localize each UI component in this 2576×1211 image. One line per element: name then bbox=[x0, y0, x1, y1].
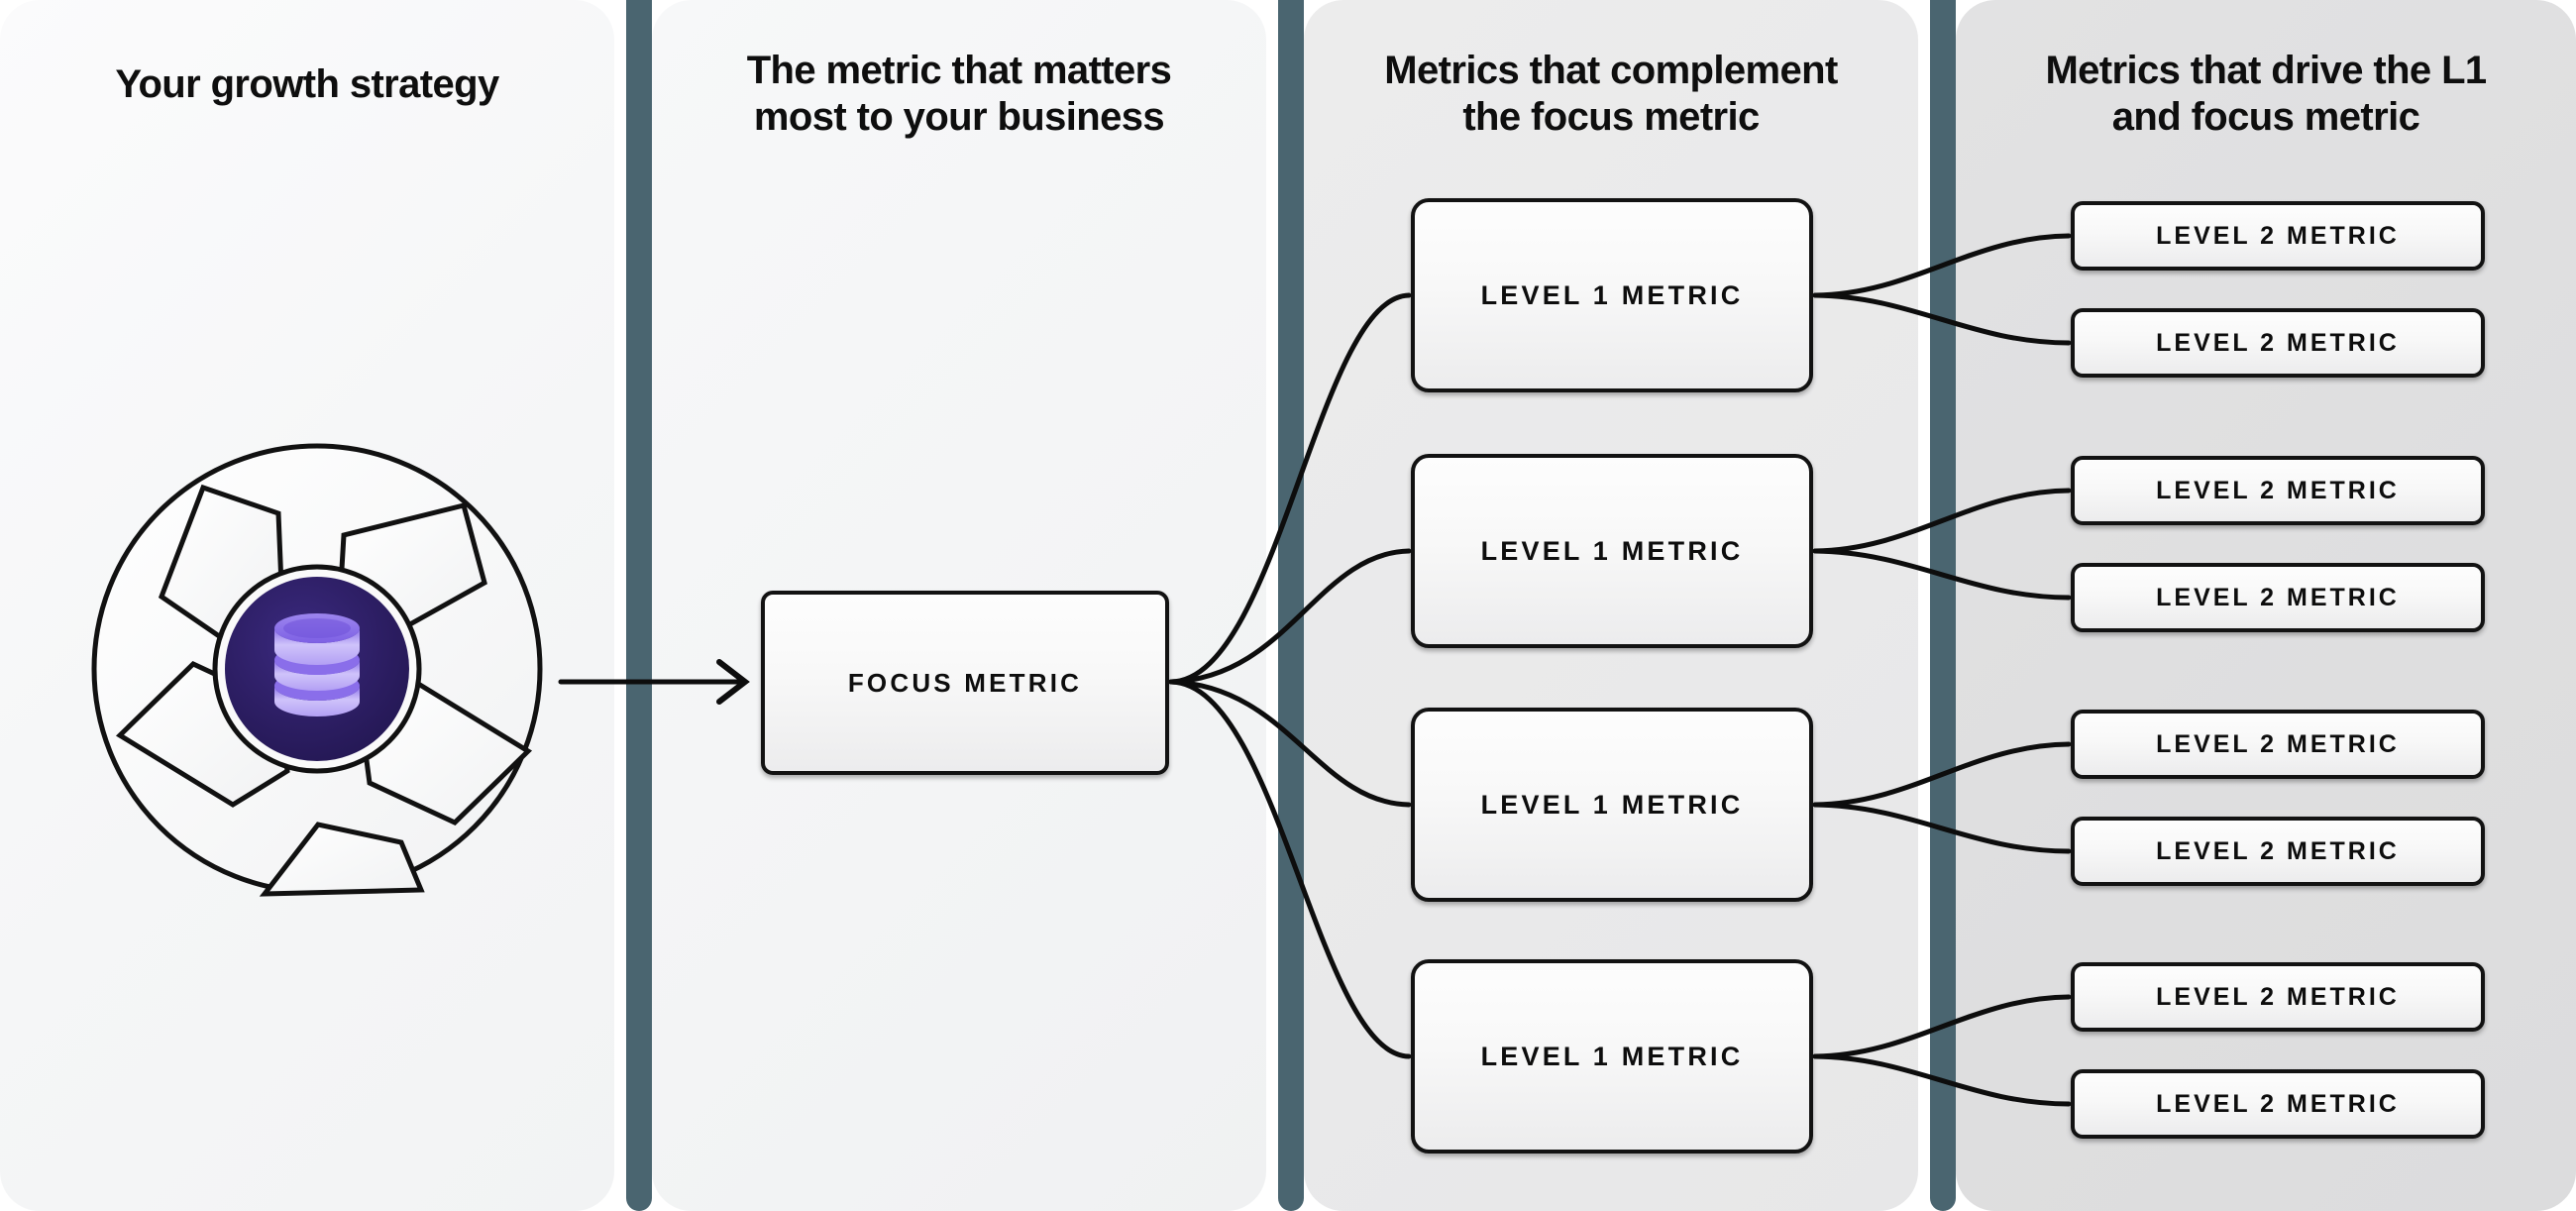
level2-metric-box[interactable]: LEVEL 2 METRIC bbox=[2071, 308, 2485, 378]
level2-metric-box[interactable]: LEVEL 2 METRIC bbox=[2071, 710, 2485, 779]
column-divider-1 bbox=[626, 0, 652, 1211]
level1-metric-box[interactable]: LEVEL 1 METRIC bbox=[1411, 454, 1813, 648]
level2-metric-box[interactable]: LEVEL 2 METRIC bbox=[2071, 817, 2485, 886]
heading-line-2: and focus metric bbox=[2111, 95, 2420, 140]
level2-metric-box[interactable]: LEVEL 2 METRIC bbox=[2071, 456, 2485, 525]
focus-metric-box[interactable]: FOCUS METRIC bbox=[761, 591, 1169, 775]
level2-metric-box[interactable]: LEVEL 2 METRIC bbox=[2071, 962, 2485, 1032]
heading-line-1: Metrics that drive the L1 bbox=[2045, 49, 2487, 92]
heading-line-2: most to your business bbox=[753, 95, 1165, 140]
level1-metric-box[interactable]: LEVEL 1 METRIC bbox=[1411, 198, 1813, 392]
level1-metric-box[interactable]: LEVEL 1 METRIC bbox=[1411, 708, 1813, 902]
growth-strategy-graphic bbox=[84, 436, 550, 902]
level1-metric-box[interactable]: LEVEL 1 METRIC bbox=[1411, 959, 1813, 1154]
panel-heading-growth-strategy: Your growth strategy bbox=[115, 62, 499, 106]
panel-heading-level1-metrics: Metrics that complement the focus metric bbox=[1304, 48, 1918, 141]
level2-metric-box[interactable]: LEVEL 2 METRIC bbox=[2071, 563, 2485, 632]
aperture-blade-bottom bbox=[259, 822, 425, 897]
database-cylinder-icon bbox=[274, 613, 360, 716]
panel-heading-focus-metric: The metric that matters most to your bus… bbox=[652, 48, 1266, 141]
panel-heading-level2-metrics: Metrics that drive the L1 and focus metr… bbox=[1956, 48, 2576, 141]
heading-line-1: Metrics that complement bbox=[1384, 49, 1838, 92]
column-divider-3 bbox=[1930, 0, 1956, 1211]
column-divider-2 bbox=[1278, 0, 1304, 1211]
level2-metric-box[interactable]: LEVEL 2 METRIC bbox=[2071, 201, 2485, 271]
level2-metric-box[interactable]: LEVEL 2 METRIC bbox=[2071, 1069, 2485, 1139]
heading-line-1: The metric that matters bbox=[746, 49, 1172, 92]
heading-line-2: the focus metric bbox=[1462, 95, 1760, 140]
